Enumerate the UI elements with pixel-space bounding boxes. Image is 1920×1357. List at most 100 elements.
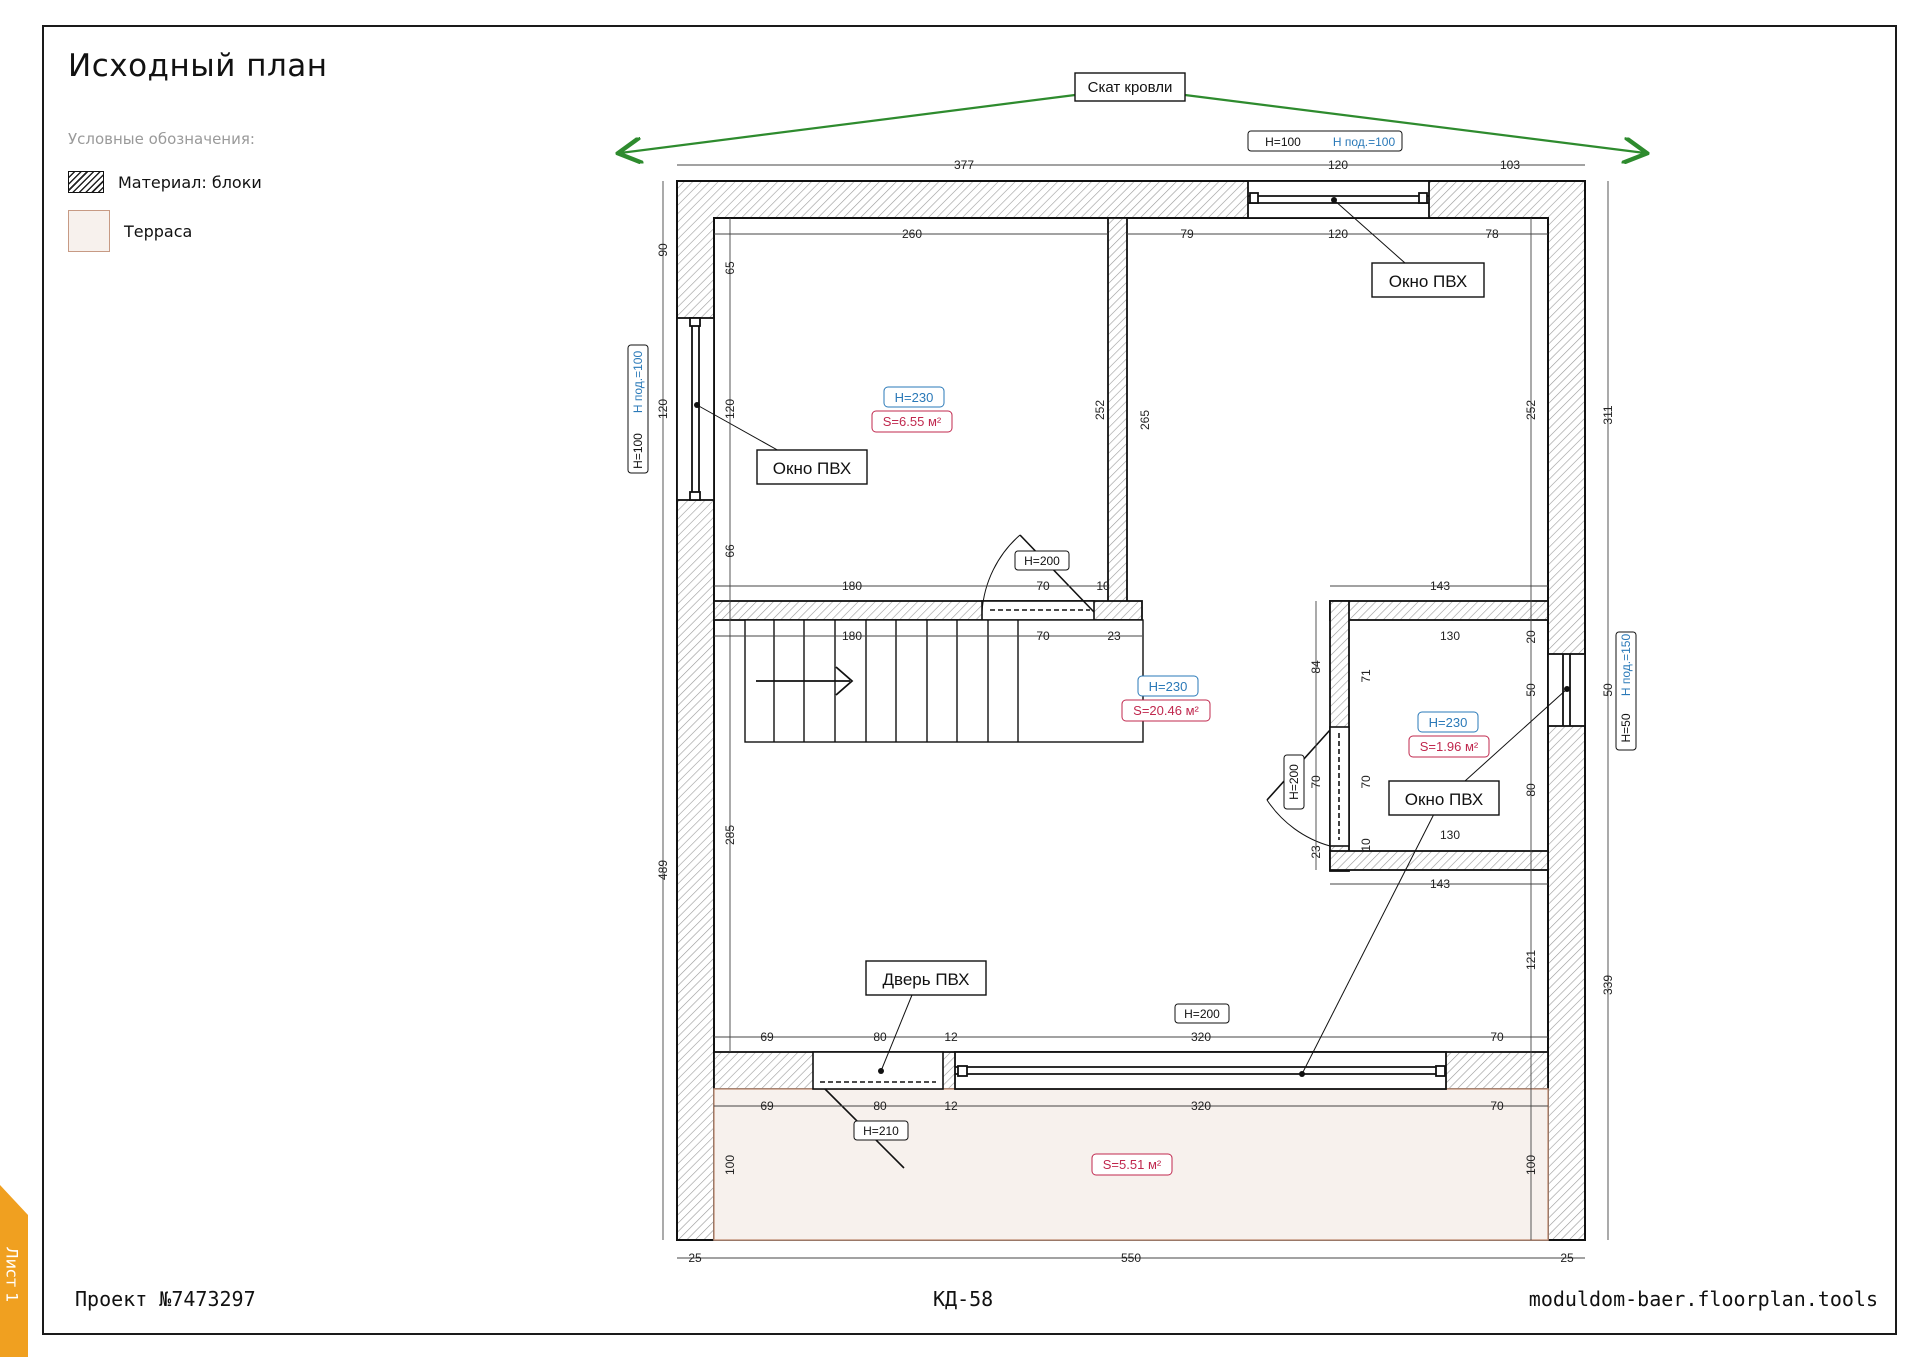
dim-label: 69: [760, 1030, 774, 1044]
dim-label: 70: [1359, 775, 1373, 789]
dim-label: 311: [1601, 405, 1615, 424]
site-url: moduldom-baer.floorplan.tools: [1528, 1287, 1878, 1311]
dim-label: 84: [1309, 660, 1323, 674]
tag-entry-door-h: H=210: [863, 1124, 899, 1138]
dim-label: 320: [1191, 1099, 1211, 1113]
dim-label: 100: [1524, 1155, 1538, 1175]
dim-label: 23: [1107, 629, 1121, 643]
dim-label: 180: [842, 629, 862, 643]
dim-label: 80: [1524, 783, 1538, 797]
dim-label: 550: [1121, 1251, 1141, 1265]
callout-window-top: Окно ПВХ: [1389, 272, 1467, 291]
legend-heading: Условные обозначения:: [68, 130, 255, 148]
tag-big-opening-h: H=200: [1184, 1007, 1220, 1021]
door-bath: [1266, 726, 1350, 847]
tag-top-window-h: H=100: [1265, 135, 1301, 149]
dim-label: 79: [1180, 227, 1194, 241]
dim-label: 180: [842, 579, 862, 593]
room-area: S=20.46 м²: [1133, 703, 1199, 718]
roof-label: Скат кровли: [1088, 79, 1173, 96]
dim-label: 285: [723, 825, 737, 845]
room-area: S=6.55 м²: [883, 414, 942, 429]
tag-top-window-sill: Н под.=100: [1333, 135, 1396, 149]
dim-label: 252: [1093, 400, 1107, 420]
dim-label: 78: [1485, 227, 1499, 241]
dim-label: 130: [1440, 828, 1460, 842]
dim-label: 252: [1524, 400, 1538, 420]
tag-right-window-sill: Н под.=150: [1619, 634, 1633, 697]
dim-label: 69: [760, 1099, 774, 1113]
dim-label: 260: [902, 227, 922, 241]
dim-label: 339: [1601, 975, 1615, 995]
dim-label: 12: [944, 1099, 958, 1113]
sheet-tab-label: Лист 1: [2, 1246, 22, 1303]
dim-label: 120: [1328, 227, 1348, 241]
opening-tags: H=100 Н под.=100 H=100 Н под.=100 H=50 Н…: [627, 130, 1637, 1141]
dim-label: 130: [1440, 629, 1460, 643]
tag-left-window-sill: Н под.=100: [631, 351, 645, 414]
dim-label: 265: [1138, 410, 1152, 430]
sheet-tab[interactable]: [0, 1185, 28, 1357]
dim-label: 121: [1524, 950, 1538, 970]
callouts: Окно ПВХ Окно ПВХ Окно ПВХ Дверь ПВХ: [694, 197, 1570, 1077]
dim-label: 120: [1328, 158, 1348, 172]
dim-label: 489: [656, 860, 670, 880]
dim-label: 143: [1430, 579, 1450, 593]
dim-label: 320: [1191, 1030, 1211, 1044]
dim-label: 10: [1096, 579, 1110, 593]
legend-label: Терраса: [124, 221, 193, 241]
stairs: [744, 619, 1144, 743]
room-area: S=5.51 м²: [1103, 1157, 1162, 1172]
dim-label: 25: [1560, 1251, 1574, 1265]
page-title: Исходный план: [68, 48, 328, 84]
room-area: S=1.96 м²: [1420, 739, 1479, 754]
dim-label: 70: [1309, 775, 1323, 789]
tag-door-inner-h: H=200: [1024, 554, 1060, 568]
dim-label: 100: [723, 1155, 737, 1175]
room-labels: H=230 S=6.55 м² H=230 S=20.46 м² H=230 S…: [871, 386, 1490, 1176]
tag-door-bath-h: H=200: [1287, 764, 1301, 800]
room-height: H=230: [1429, 715, 1468, 730]
callout-door: Дверь ПВХ: [883, 970, 970, 989]
dimension-lines: [662, 164, 1609, 1259]
window-left: [676, 317, 715, 501]
room-height: H=230: [895, 390, 934, 405]
dim-label: 70: [1490, 1030, 1504, 1044]
dim-label: 70: [1490, 1099, 1504, 1113]
dim-label: 10: [1359, 838, 1373, 852]
dim-label: 50: [1524, 683, 1538, 697]
dim-label: 20: [1524, 630, 1538, 644]
window-top: [1247, 180, 1430, 219]
dimension-labels: 377 120 103 260 79 120 78 90 120 489 65 …: [656, 158, 1615, 1265]
door-inner: [981, 534, 1095, 621]
dim-label: 120: [656, 399, 670, 419]
dim-label: 120: [723, 399, 737, 419]
callout-window-left: Окно ПВХ: [773, 459, 851, 478]
dim-label: 71: [1359, 669, 1373, 683]
sheet-frame: [42, 25, 1897, 1335]
tag-right-window-h: H=50: [1619, 713, 1633, 742]
dim-label: 377: [954, 158, 974, 172]
dim-label: 12: [944, 1030, 958, 1044]
dim-label: 80: [873, 1030, 887, 1044]
terrace-swatch-icon: [68, 210, 110, 252]
dim-label: 90: [656, 243, 670, 257]
dim-label: 23: [1309, 845, 1323, 859]
drawing-code: КД-58: [933, 1287, 994, 1311]
legend-item-terrace: Терраса: [68, 210, 192, 252]
hatched-block-swatch-icon: [68, 171, 104, 193]
dim-label: 70: [1036, 579, 1050, 593]
dim-label: 25: [688, 1251, 702, 1265]
dim-label: 65: [723, 261, 737, 275]
legend-item-blocks: Материал: блоки: [68, 171, 262, 193]
big-opening: [954, 1051, 1447, 1090]
dim-label: 143: [1430, 877, 1450, 891]
roof-label-box: Скат кровли: [1074, 72, 1186, 102]
roof-slope-arrows: [620, 93, 1645, 153]
dim-label: 66: [723, 544, 737, 558]
callout-window-right: Окно ПВХ: [1405, 790, 1483, 809]
legend-label: Материал: блоки: [118, 172, 262, 192]
dim-label: 80: [873, 1099, 887, 1113]
dim-label: 70: [1036, 629, 1050, 643]
